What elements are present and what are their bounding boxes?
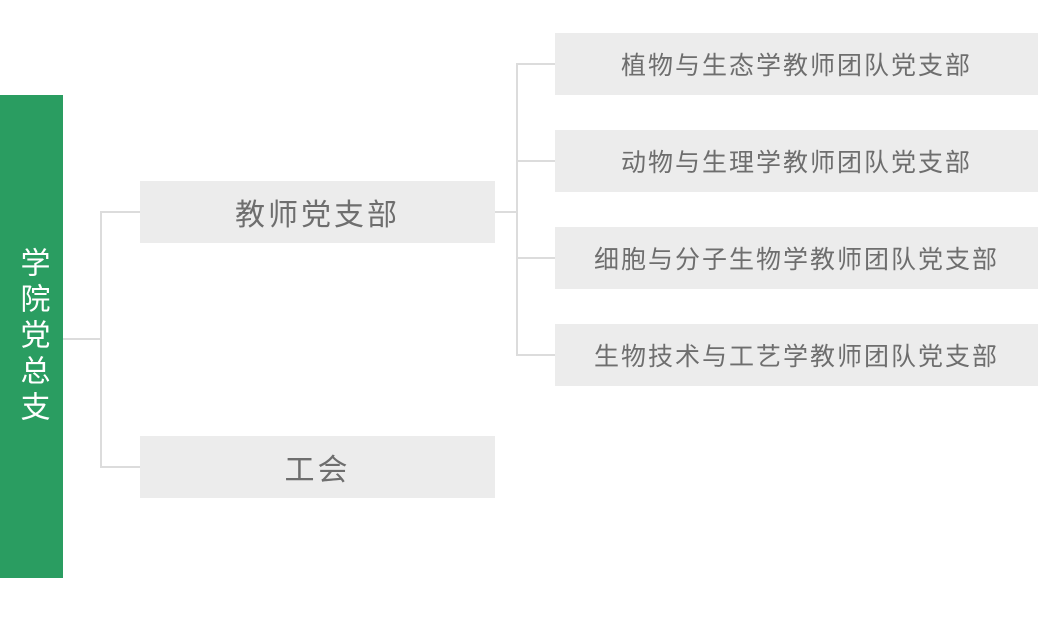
- org-leaf-biotech-technology-node: 生物技术与工艺学教师团队党支部: [555, 324, 1038, 386]
- org-root-node: 学院党总支: [0, 95, 63, 578]
- org-branch-union-node: 工会: [140, 436, 495, 498]
- connector-leaf-plant: [516, 63, 555, 65]
- connector-branch-teachers: [100, 211, 140, 213]
- connector-branches-vertical: [100, 211, 102, 468]
- org-leaf-plant-ecology-node: 植物与生态学教师团队党支部: [555, 33, 1038, 95]
- connector-teachers-horizontal: [495, 211, 517, 213]
- connector-leaf-animal: [516, 160, 555, 162]
- org-branch-teachers-node: 教师党支部: [140, 181, 495, 243]
- connector-branch-union: [100, 466, 140, 468]
- connector-leaf-biotech: [516, 354, 555, 356]
- org-root-label: 学院党总支: [15, 246, 49, 427]
- connector-leaf-cell: [516, 257, 555, 259]
- org-leaf-animal-physiology-node: 动物与生理学教师团队党支部: [555, 130, 1038, 192]
- org-branch-teachers-label: 教师党支部: [235, 199, 400, 232]
- org-leaf-plant-ecology-label: 植物与生态学教师团队党支部: [620, 52, 972, 80]
- connector-leaves-vertical: [516, 63, 518, 356]
- org-leaf-biotech-technology-label: 生物技术与工艺学教师团队党支部: [593, 343, 999, 371]
- org-leaf-cell-molecular-label: 细胞与分子生物学教师团队党支部: [593, 246, 999, 274]
- connector-root-horizontal: [63, 338, 101, 340]
- org-branch-union-label: 工会: [284, 454, 351, 487]
- org-leaf-animal-physiology-label: 动物与生理学教师团队党支部: [620, 149, 972, 177]
- org-leaf-cell-molecular-node: 细胞与分子生物学教师团队党支部: [555, 227, 1038, 289]
